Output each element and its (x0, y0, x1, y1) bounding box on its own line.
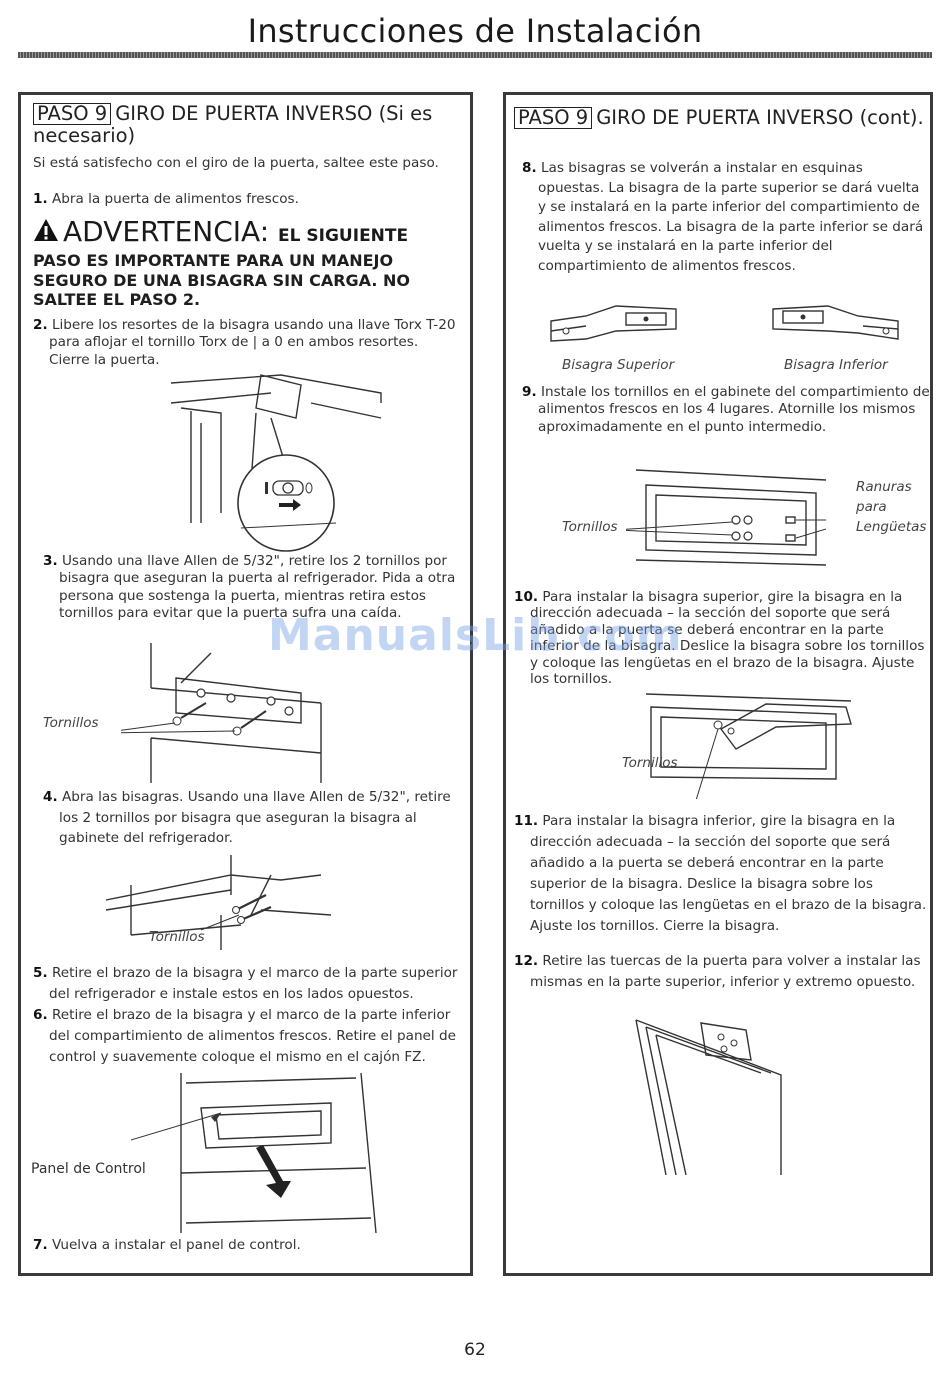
step-7: 7. Vuelva a instalar el panel de control… (33, 1237, 301, 1253)
figure-hinge-bottom (772, 305, 899, 340)
figure-torx-spring (170, 374, 382, 552)
right-heading-text: GIRO DE PUERTA INVERSO (cont). (596, 106, 924, 129)
figure-door-screws (121, 643, 322, 783)
step-10: 10. Para instalar la bisagra superior, g… (514, 589, 925, 688)
figure-hinge-install (645, 693, 852, 799)
fig9-tornillos-label: Tornillos (562, 519, 618, 535)
step-4: 4. Abra las bisagras. Usando una llave A… (43, 789, 451, 846)
fig8-label-top: Bisagra Superior (562, 357, 675, 373)
page-number: 62 (464, 1340, 486, 1360)
figure-cabinet-screws (626, 469, 826, 566)
step-3: 3. Usando una llave Allen de 5/32", reti… (43, 553, 456, 622)
right-paso-label: PASO 9 (514, 107, 593, 129)
fig6-panel-label: Panel de Control (31, 1161, 146, 1177)
left-paso-label: PASO 9 (33, 103, 112, 125)
figure-control-panel (131, 1073, 377, 1233)
title-rule (18, 52, 932, 58)
fig4-tornillos-label: Tornillos (149, 929, 205, 945)
step-5: 5. Retire el brazo de la bisagra y el ma… (33, 965, 458, 1002)
warning-triangle-icon (34, 219, 58, 241)
step-6: 6. Retire el brazo de la bisagra y el ma… (33, 1007, 457, 1065)
fig3-tornillos-label: Tornillos (43, 715, 99, 731)
step-9: 9. Instale los tornillos en el gabinete … (522, 384, 930, 435)
step-2: 2. Libere los resortes de la bisagra usa… (33, 317, 456, 368)
left-heading-text: GIRO DE PUERTA INVERSO (Si es necesario) (33, 102, 433, 147)
fig10-tornillos-label: Tornillos (622, 755, 678, 771)
warning-title: ADVERTENCIA: (63, 215, 270, 248)
step-11: 11. Para instalar la bisagra inferior, g… (514, 813, 927, 934)
step-12: 12. Retire las tuercas de la puerta para… (514, 953, 921, 990)
step-1: 1. Abra la puerta de alimentos frescos. (33, 191, 299, 207)
page-title: Instrucciones de Instalación (247, 12, 703, 50)
fig9-ranuras-label: Ranuras para Lengüetas (856, 479, 927, 535)
figure-hinge-screws (105, 855, 332, 950)
figure-hinge-top (550, 305, 677, 342)
figure-door-nuts (635, 1019, 782, 1175)
step-8: 8. Las bisagras se volverán a instalar e… (522, 160, 924, 274)
warning-small: EL SIGUIENTE (278, 226, 409, 246)
warning-body: PASO ES IMPORTANTE PARA UN MANEJO SEGURO… (33, 251, 410, 309)
warning-block: ADVERTENCIA: EL SIGUIENTE PASO ES IMPORT… (33, 217, 453, 310)
fig8-label-bottom: Bisagra Inferior (784, 357, 888, 373)
left-intro: Si está satisfecho con el giro de la pue… (33, 155, 439, 171)
